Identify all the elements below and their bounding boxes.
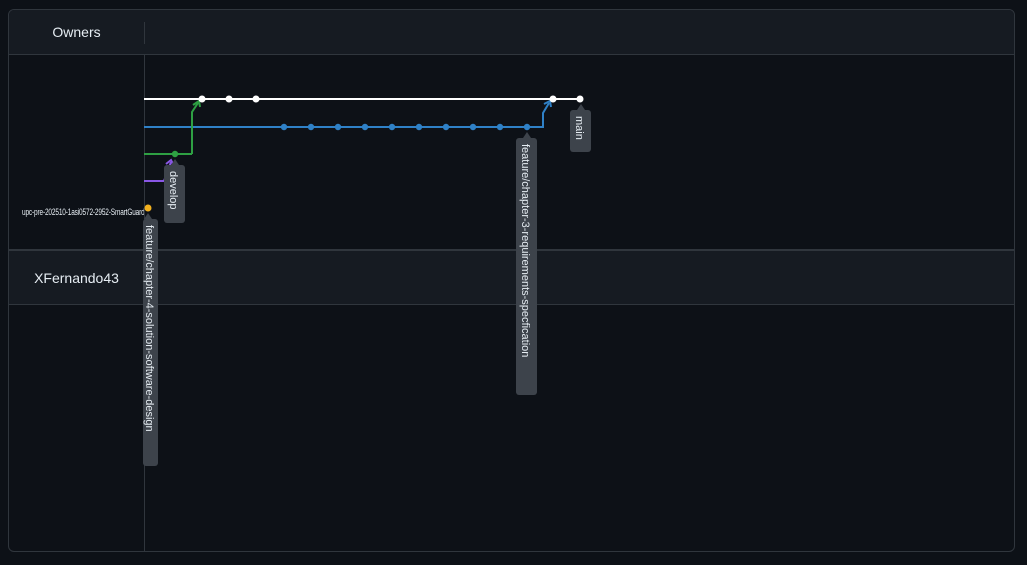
commit-dot[interactable]: [576, 95, 584, 103]
branch-label-chapter4-text: feature/chapter-4-solution-software-desi…: [143, 225, 155, 432]
commit-dot[interactable]: [388, 123, 396, 131]
commit-dot[interactable]: [415, 123, 423, 131]
develop-merge-arrow: [192, 99, 201, 108]
owner-name[interactable]: XFernando43: [34, 270, 119, 286]
commit-dot[interactable]: [280, 123, 288, 131]
branch-label-chapter4[interactable]: feature/chapter-4-solution-software-desi…: [143, 213, 158, 466]
commit-dot[interactable]: [442, 123, 450, 131]
header-divider: [144, 22, 145, 44]
repository-row: upc-pre-202510-1asi0572-2952-SmartGuard: [9, 55, 1014, 250]
commit-dot[interactable]: [334, 123, 342, 131]
chapter3-merge-path: [526, 102, 550, 128]
repository-name[interactable]: upc-pre-202510-1asi0572-2952-SmartGuard: [22, 207, 145, 217]
commit-dot[interactable]: [144, 204, 152, 212]
branch-label-develop[interactable]: develop: [164, 159, 185, 223]
chapter3-merge-arrow: [543, 99, 552, 108]
owners-column-title: Owners: [52, 24, 101, 40]
develop-merge-path: [191, 102, 199, 154]
commit-dot[interactable]: [469, 123, 477, 131]
commit-dot[interactable]: [523, 123, 531, 131]
commit-dot[interactable]: [307, 123, 315, 131]
commit-dot[interactable]: [225, 95, 233, 103]
commit-dot[interactable]: [252, 95, 260, 103]
branch-label-chapter3[interactable]: feature/chapter-3-requirements-specficat…: [516, 132, 537, 395]
branch-label-main-text: main: [573, 116, 585, 140]
commit-dot[interactable]: [198, 95, 206, 103]
graph-header: Owners: [9, 10, 1014, 55]
owner-row: XFernando43: [9, 250, 1014, 305]
branch-label-develop-text: develop: [167, 171, 179, 210]
commit-dot[interactable]: [549, 95, 557, 103]
commit-dot[interactable]: [496, 123, 504, 131]
branch-label-main[interactable]: main: [570, 104, 591, 152]
commit-dot[interactable]: [171, 150, 179, 158]
commit-dot[interactable]: [361, 123, 369, 131]
branch-label-chapter3-text: feature/chapter-3-requirements-specficat…: [519, 144, 531, 357]
